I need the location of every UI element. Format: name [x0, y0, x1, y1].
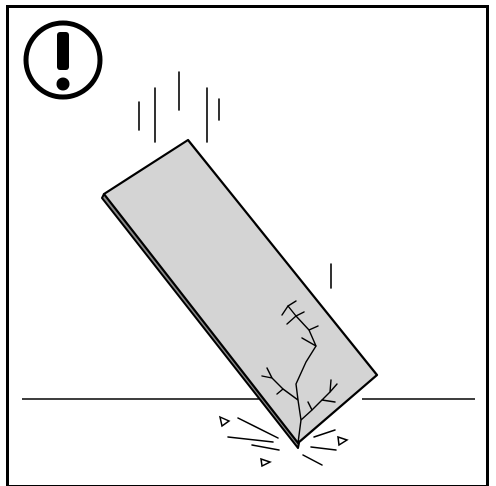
warning-illustration — [0, 0, 496, 486]
falling-glass-warning-svg — [0, 0, 496, 486]
